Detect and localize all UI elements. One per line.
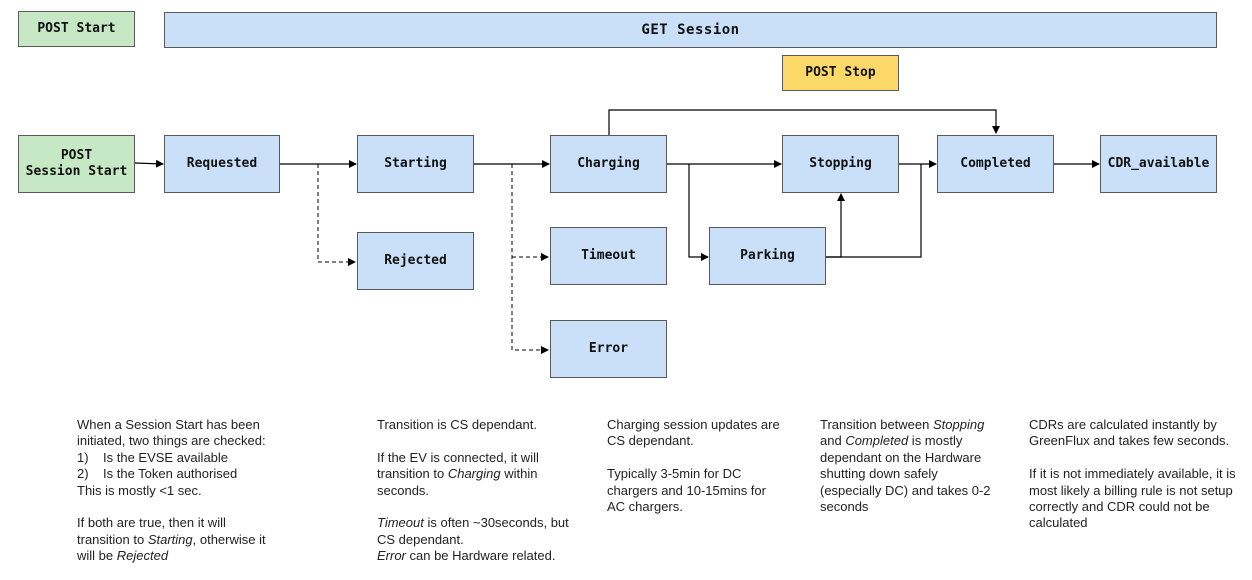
post-session-start-node: POST Session Start	[18, 135, 135, 193]
note-starting: Transition is CS dependant. If the EV is…	[377, 417, 582, 565]
note-stopping: Transition between Stopping and Complete…	[820, 417, 1000, 515]
parking-node: Parking	[709, 227, 826, 285]
edge-parking-to-completed	[826, 164, 922, 258]
edge-charging-to-completed	[608, 109, 1000, 135]
error-node: Error	[550, 320, 667, 378]
get-session-bar: GET Session	[164, 12, 1217, 48]
rejected-node: Rejected	[357, 232, 474, 290]
edge-requested-to-rejected	[317, 164, 356, 266]
note-starting-p1: Transition is CS dependant.	[377, 417, 537, 432]
edge-charging-to-parking	[688, 164, 709, 261]
edge-starting-to-error	[511, 164, 549, 354]
requested-node: Requested	[164, 135, 280, 193]
edge-parking-to-stopping	[826, 193, 845, 258]
note-requested-checks: 1)Is the EVSE available 2)Is the Token a…	[77, 450, 282, 483]
note-cdr: CDRs are calculated instantly by GreenFl…	[1029, 417, 1244, 532]
starting-node: Starting	[357, 135, 474, 193]
post-stop-box: POST Stop	[782, 55, 899, 91]
completed-node: Completed	[937, 135, 1054, 193]
note-charging-p1: Charging session updates are CS dependan…	[607, 417, 780, 449]
note-requested-timing: This is mostly <1 sec.	[77, 482, 202, 498]
note-cdr-p1: CDRs are calculated instantly by GreenFl…	[1029, 417, 1230, 449]
edge-post-to-requested	[134, 159, 164, 168]
check-item: 2)Is the Token authorised	[77, 466, 238, 482]
note-requested-intro: When a Session Start has been initiated,…	[77, 417, 266, 449]
note-stopping-p1: Transition between Stopping and Complete…	[820, 417, 991, 515]
note-charging-p2: Typically 3-5min for DC chargers and 10-…	[607, 466, 766, 515]
post-start-box: POST Start	[18, 11, 135, 47]
charging-node: Charging	[550, 135, 667, 193]
note-starting-p2: If the EV is connected, it will transiti…	[377, 449, 539, 498]
check-item: 1)Is the EVSE available	[77, 449, 229, 465]
note-cdr-p2: If it is not immediately available, it i…	[1029, 466, 1236, 531]
note-requested-outcome: If both are true, then it will transitio…	[77, 515, 266, 564]
cdr-available-node: CDR_available	[1100, 135, 1217, 193]
note-charging: Charging session updates are CS dependan…	[607, 417, 782, 515]
note-starting-p3: Timeout is often ~30seconds, but CS depe…	[377, 515, 569, 564]
note-requested: When a Session Start has been initiated,…	[77, 417, 282, 565]
timeout-node: Timeout	[550, 227, 667, 285]
stopping-node: Stopping	[782, 135, 899, 193]
